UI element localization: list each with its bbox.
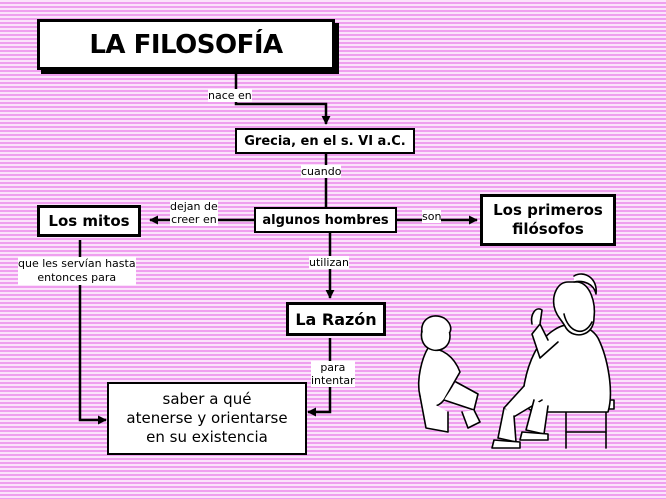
label-cuando: cuando	[301, 165, 342, 178]
philosopher-and-pupil-illustration	[417, 273, 615, 449]
label-nace-en: nace en	[208, 89, 252, 102]
node-saber: saber a qué atenerse y orientarse en su …	[107, 382, 307, 455]
edge-mitos-saber	[78, 240, 107, 425]
label-son: son	[422, 210, 442, 223]
label-que-les-servian: que les servían hasta entonces para	[18, 257, 136, 285]
label-dejan-de-creer-en: dejan de creer en	[170, 200, 218, 226]
node-algunos-hombres: algunos hombres	[254, 207, 397, 233]
diagram-title: LA FILOSOFÍA	[89, 29, 283, 60]
node-los-mitos: Los mitos	[37, 205, 141, 237]
label-para-intentar: para intentar	[311, 361, 355, 387]
edge-title-grecia	[234, 72, 331, 125]
node-la-razon: La Razón	[286, 302, 386, 336]
label-utilizan: utilizan	[309, 256, 349, 269]
node-grecia: Grecia, en el s. VI a.C.	[235, 128, 415, 154]
title-box: LA FILOSOFÍA	[37, 19, 335, 70]
node-primeros-filosofos: Los primeros filósofos	[480, 194, 616, 246]
